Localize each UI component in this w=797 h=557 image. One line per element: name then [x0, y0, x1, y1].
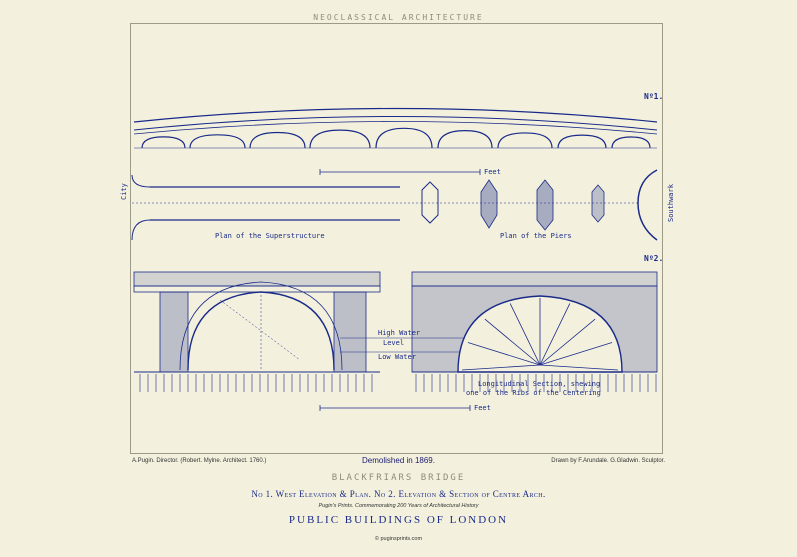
scale-feet-bottom: Feet — [474, 404, 491, 412]
site-url: © puginsprints.com — [374, 536, 423, 542]
label-southwark: Southwark — [667, 184, 675, 222]
plate-no1: Nº1. — [644, 92, 664, 101]
label-city: City — [120, 183, 128, 200]
scale-feet-top: Feet — [484, 168, 501, 176]
demolished-note: Demolished in 1869. — [362, 456, 435, 465]
centering-ribs — [461, 298, 619, 371]
plate-no2: Nº2. — [644, 254, 664, 263]
credit-left: A.Pugin. Director. (Robert. Mylne. Archi… — [132, 458, 267, 464]
label-long-section-1: Longitudinal Section, shewing — [478, 380, 601, 388]
label-low-water: Low Water — [378, 353, 416, 361]
elevation-arches — [141, 127, 651, 149]
series-title: NEOCLASSICAL ARCHITECTURE — [313, 13, 484, 22]
pugins-note: Pugin's Prints. Commemorating 200 Years … — [318, 503, 479, 509]
pile-foundations — [139, 374, 657, 392]
label-plan-superstructure: Plan of the Superstructure — [215, 232, 325, 240]
plate-frame — [130, 23, 663, 454]
bridge-title: BLACKFRIARS BRIDGE — [331, 473, 466, 483]
label-level: Level — [383, 339, 405, 347]
plate-subtitle: No 1. West Elevation & Plan. No 2. Eleva… — [251, 489, 546, 499]
collection-title: PUBLIC BUILDINGS OF LONDON — [288, 514, 509, 526]
label-high-water: High Water — [378, 329, 421, 337]
label-long-section-2: one of the Ribs of the Centering — [466, 389, 601, 397]
label-plan-piers: Plan of the Piers — [500, 232, 572, 240]
credit-right: Drawn by F.Arundale. G.Gladwin. Sculptor… — [551, 458, 665, 464]
